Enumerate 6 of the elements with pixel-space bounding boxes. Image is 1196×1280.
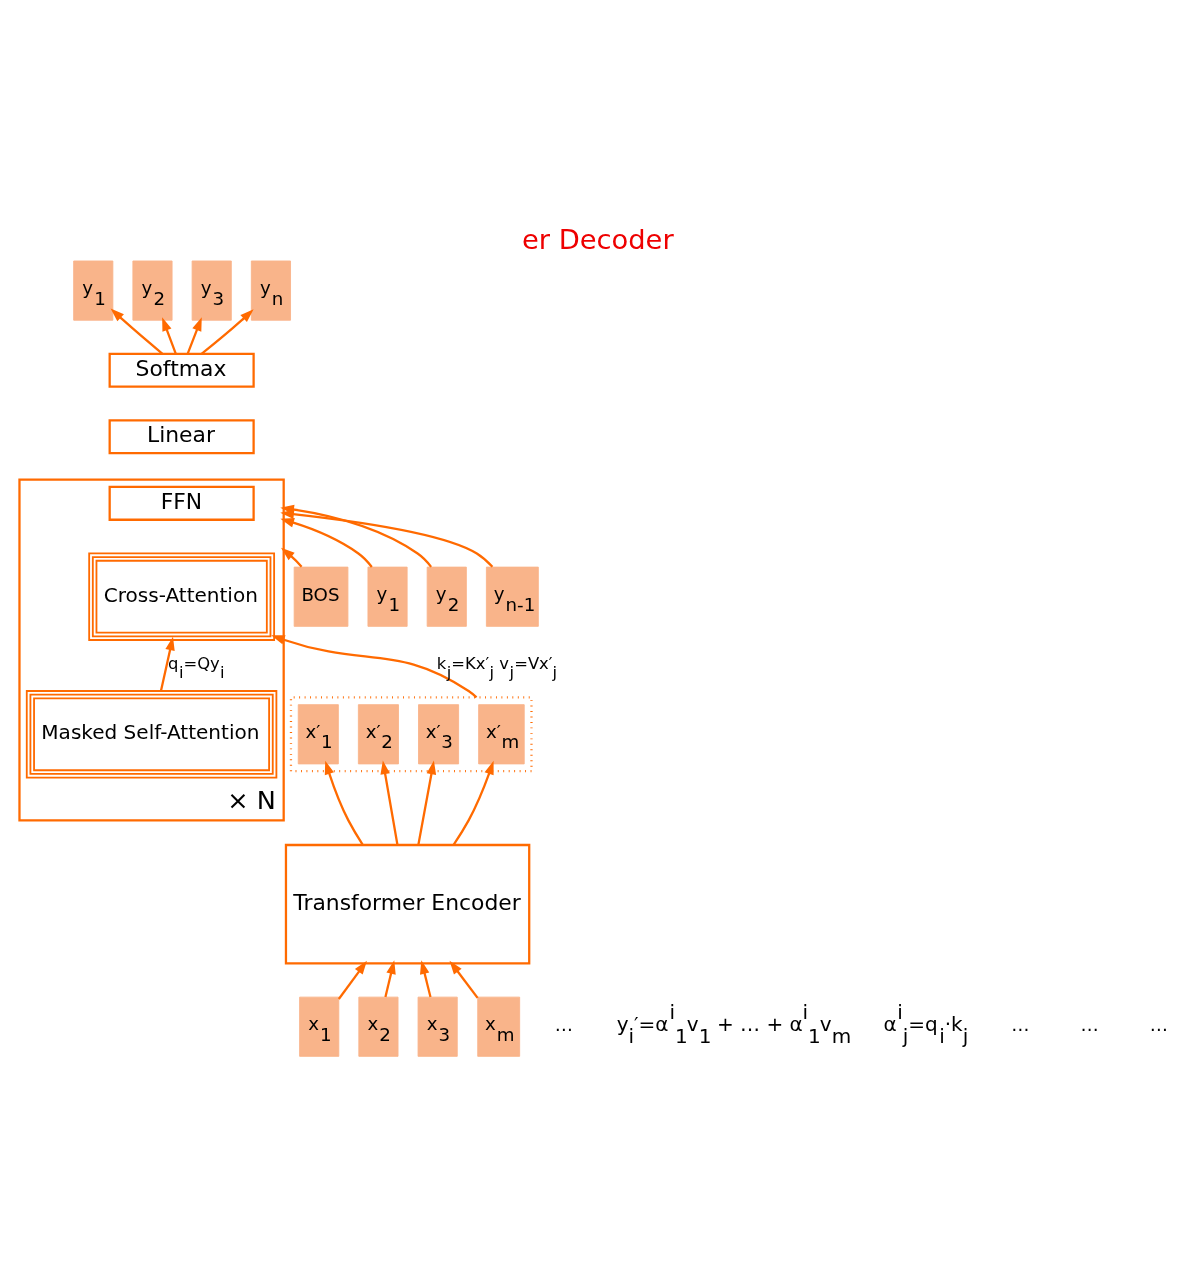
label: … [1011,1014,1030,1036]
diagram-title: er Decoder [521,224,674,256]
label: … [1149,1014,1168,1036]
label: … [554,1014,573,1036]
label: … [1080,1014,1099,1036]
node-label: × N [227,784,276,815]
